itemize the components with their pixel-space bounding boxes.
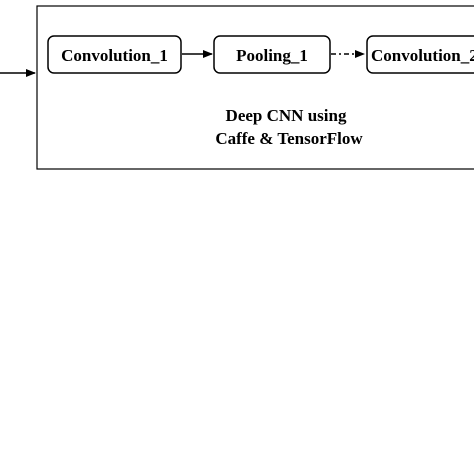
node-pooling-1-label: Pooling_1 [236, 46, 308, 65]
node-pooling-1: Pooling_1 [213, 35, 331, 74]
node-convolution-2-label: Convolution_2 [371, 46, 474, 65]
group-caption-line-2: Caffe & TensorFlow [215, 129, 363, 148]
group-caption-line-1: Deep CNN using [226, 106, 347, 125]
node-convolution-2: Convolution_2 [366, 35, 474, 74]
node-convolution-1-label: Convolution_1 [61, 46, 168, 65]
deep-cnn-group [36, 5, 474, 170]
node-convolution-1: Convolution_1 [47, 35, 182, 74]
